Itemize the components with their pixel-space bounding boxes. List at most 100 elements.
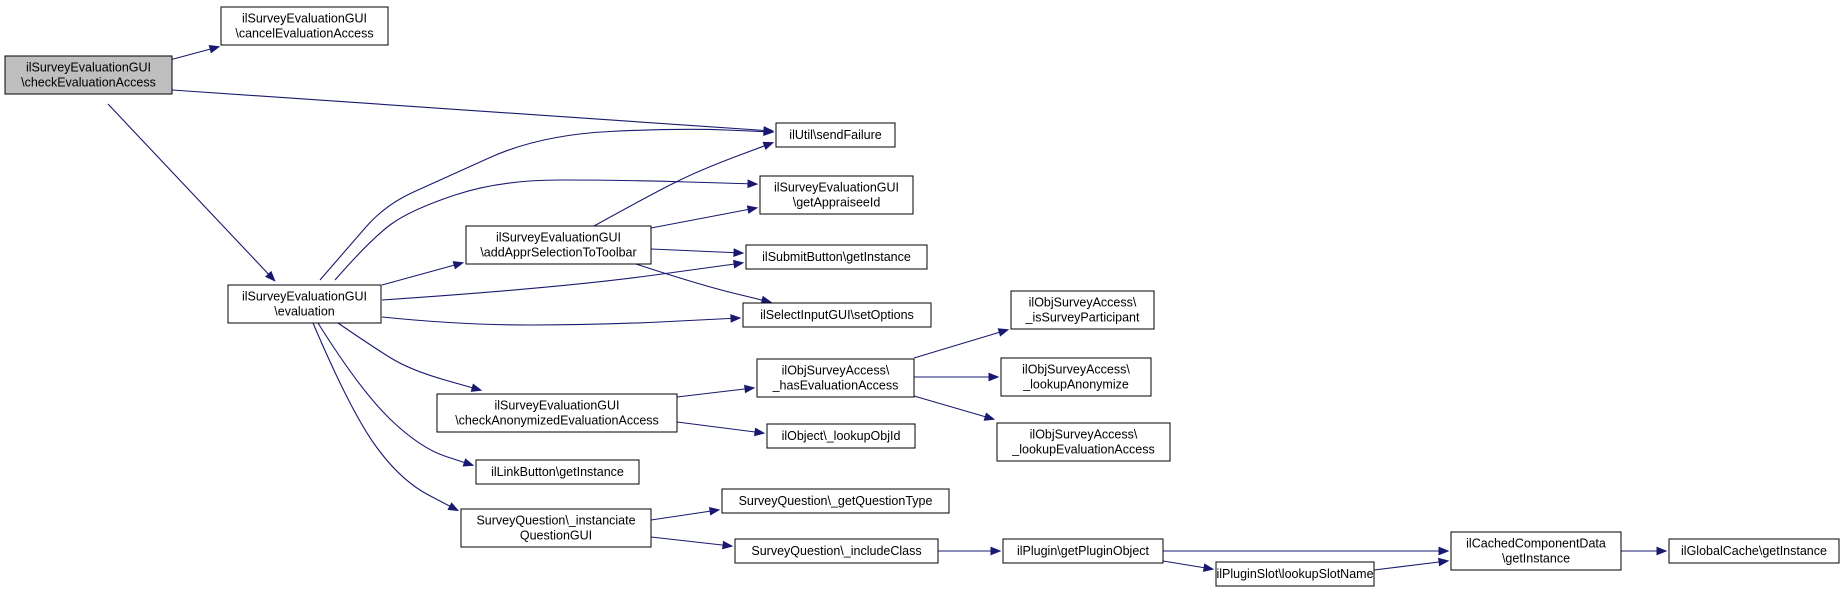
- node-label-line: \addApprSelectionToToolbar: [480, 246, 636, 260]
- arrowhead-icon: [754, 427, 766, 437]
- arrowhead-icon: [990, 546, 1002, 556]
- node-lookup-anonymize[interactable]: ilObjSurveyAccess\_lookupAnonymize: [1000, 357, 1152, 397]
- edge-has_eval_access-to-lookup_eval_access: [913, 395, 996, 421]
- node-box: [227, 284, 382, 324]
- node-get-question-type[interactable]: SurveyQuestion\_getQuestionType: [721, 488, 950, 514]
- node-box: [1002, 538, 1164, 564]
- arrowhead-icon: [988, 372, 1000, 382]
- node-label-line: QuestionGUI: [520, 529, 592, 543]
- edge-evaluation-to-instanciate_question: [312, 322, 460, 512]
- node-label-line: \checkAnonymizedEvaluationAccess: [455, 414, 659, 428]
- edge-check_anon_access-to-lookup_obj_id: [676, 421, 766, 437]
- node-box: [1215, 561, 1375, 587]
- node-check-anon-access[interactable]: ilSurveyEvaluationGUI\checkAnonymizedEva…: [436, 393, 678, 433]
- node-label-line: ilGlobalCache\getInstance: [1681, 544, 1827, 558]
- node-label-line: ilSurveyEvaluationGUI: [242, 290, 367, 304]
- node-label-line: ilObjSurveyAccess\: [1022, 363, 1130, 377]
- edge-check_eval_access-to-send_failure: [171, 89, 775, 135]
- arrowhead-icon: [997, 328, 1010, 337]
- node-get-appraisee-id[interactable]: ilSurveyEvaluationGUI\getAppraiseeId: [759, 175, 914, 215]
- node-box: [996, 422, 1171, 462]
- node-lookup-eval-access[interactable]: ilObjSurveyAccess\_lookupEvaluationAcces…: [996, 422, 1171, 462]
- call-edges: [107, 45, 1668, 572]
- node-box: [1668, 538, 1840, 564]
- edge-add_appr_selection-to-send_failure: [593, 141, 775, 227]
- node-get-plugin-object[interactable]: ilPlugin\getPluginObject: [1002, 538, 1164, 564]
- edge-get_plugin_object-to-lookup_slot_name: [1162, 560, 1215, 572]
- node-box: [721, 488, 950, 514]
- node-box: [766, 423, 916, 449]
- node-add-appr-selection[interactable]: ilSurveyEvaluationGUI\addApprSelectionTo…: [465, 225, 652, 265]
- edge-instanciate_question-to-include_class: [650, 536, 734, 550]
- node-label-line: ilSurveyEvaluationGUI: [242, 12, 367, 26]
- edge-evaluation-to-submit_get_instance: [381, 259, 745, 301]
- arrowhead-icon: [470, 383, 483, 392]
- node-label-line: ilObjSurveyAccess\: [782, 364, 890, 378]
- node-label-line: _isSurveyParticipant: [1025, 311, 1140, 325]
- arrowhead-icon: [747, 179, 759, 189]
- edge-evaluation-to-select_set_options: [381, 314, 742, 326]
- edge-cached_component-to-global_cache: [1621, 546, 1668, 556]
- edge-instanciate_question-to-get_question_type: [650, 506, 721, 521]
- node-box: [734, 538, 939, 564]
- arrowhead-icon: [983, 412, 996, 421]
- edge-evaluation-to-check_anon_access: [337, 322, 483, 392]
- node-lookup-slot-name[interactable]: ilPluginSlot\lookupSlotName: [1215, 561, 1375, 587]
- edge-evaluation-to-add_appr_selection: [381, 261, 465, 286]
- node-box: [475, 459, 640, 485]
- node-check-eval-access[interactable]: ilSurveyEvaluationGUI\checkEvaluationAcc…: [4, 55, 173, 95]
- node-box: [460, 508, 652, 548]
- node-box: [775, 122, 896, 148]
- node-select-set-options[interactable]: ilSelectInputGUI\setOptions: [742, 302, 932, 328]
- node-is-participant[interactable]: ilObjSurveyAccess\_isSurveyParticipant: [1010, 290, 1155, 330]
- arrowhead-icon: [452, 261, 465, 270]
- function-nodes: ilSurveyEvaluationGUI\checkEvaluationAcc…: [4, 6, 1840, 587]
- node-label-line: ilSurveyEvaluationGUI: [774, 181, 899, 195]
- node-label-line: ilObjSurveyAccess\: [1030, 428, 1138, 442]
- edge-get_plugin_object-to-cached_component: [1163, 546, 1450, 556]
- arrowhead-icon: [744, 384, 756, 394]
- node-box: [745, 244, 928, 270]
- node-label-line: ilObject\_lookupObjId: [782, 429, 901, 443]
- edge-check_eval_access-to-evaluation: [107, 103, 276, 282]
- arrowhead-icon: [462, 458, 475, 467]
- node-has-eval-access[interactable]: ilObjSurveyAccess\_hasEvaluationAccess: [756, 358, 915, 398]
- node-evaluation[interactable]: ilSurveyEvaluationGUI\evaluation: [227, 284, 382, 324]
- node-label-line: _lookupEvaluationAccess: [1011, 443, 1154, 457]
- node-lookup-obj-id[interactable]: ilObject\_lookupObjId: [766, 423, 916, 449]
- node-label-line: SurveyQuestion\_getQuestionType: [739, 494, 933, 508]
- node-box: [465, 225, 652, 265]
- edge-add_appr_selection-to-get_appraisee_id: [650, 205, 759, 229]
- node-box: [1450, 531, 1622, 571]
- node-send-failure[interactable]: ilUtil\sendFailure: [775, 122, 896, 148]
- node-label-line: ilSurveyEvaluationGUI: [494, 399, 619, 413]
- node-label-line: ilSubmitButton\getInstance: [762, 250, 911, 264]
- arrowhead-icon: [208, 45, 221, 54]
- node-global-cache[interactable]: ilGlobalCache\getInstance: [1668, 538, 1840, 564]
- node-label-line: SurveyQuestion\_includeClass: [751, 544, 921, 558]
- node-include-class[interactable]: SurveyQuestion\_includeClass: [734, 538, 939, 564]
- edge-has_eval_access-to-is_participant: [913, 328, 1010, 359]
- arrowhead-icon: [732, 259, 745, 269]
- node-label-line: \cancelEvaluationAccess: [235, 27, 373, 41]
- node-label-line: \evaluation: [274, 305, 335, 319]
- arrowhead-icon: [722, 540, 734, 550]
- arrowhead-icon: [1438, 546, 1450, 556]
- node-cancel-eval-access[interactable]: ilSurveyEvaluationGUI\cancelEvaluationAc…: [220, 6, 389, 46]
- node-box: [4, 55, 173, 95]
- edge-add_appr_selection-to-submit_get_instance: [650, 248, 745, 257]
- node-label-line: \getInstance: [1502, 552, 1570, 566]
- arrowhead-icon: [1202, 563, 1215, 572]
- node-cached-component[interactable]: ilCachedComponentData\getInstance: [1450, 531, 1622, 571]
- arrowhead-icon: [708, 506, 721, 516]
- node-link-get-instance[interactable]: ilLinkButton\getInstance: [475, 459, 640, 485]
- node-box: [742, 302, 932, 328]
- node-label-line: ilLinkButton\getInstance: [491, 465, 624, 479]
- arrowhead-icon: [447, 502, 460, 512]
- arrowhead-icon: [762, 141, 775, 151]
- node-label-line: ilObjSurveyAccess\: [1029, 296, 1137, 310]
- node-submit-get-instance[interactable]: ilSubmitButton\getInstance: [745, 244, 928, 270]
- node-box: [220, 6, 389, 46]
